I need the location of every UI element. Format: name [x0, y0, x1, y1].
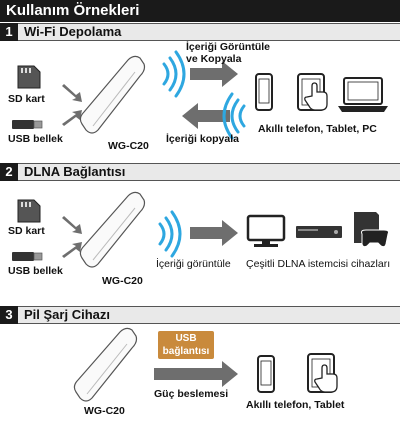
input-arrows — [62, 84, 82, 126]
power-arrow — [154, 361, 238, 387]
targets-label: Akıllı telefon, Tablet, PC — [258, 123, 377, 135]
input-arrows — [62, 216, 82, 258]
media-player-icon — [296, 226, 342, 238]
tablet-touch-icon — [297, 73, 328, 111]
sd-card-label: SD kart — [8, 93, 45, 105]
send-arrow — [190, 61, 238, 87]
section-number: 3 — [0, 306, 18, 324]
wifi-waves-out — [162, 50, 186, 98]
laptop-icon — [338, 77, 388, 112]
device-label: WG-C20 — [102, 275, 143, 287]
usb-stick-label: USB bellek — [8, 265, 63, 277]
section-title: Wi-Fi Depolama — [24, 24, 122, 39]
targets-label: Akıllı telefon, Tablet — [246, 399, 345, 411]
usb-stick-label: USB bellek — [8, 133, 63, 145]
wifi-waves-in — [222, 92, 246, 140]
receive-arrow — [182, 103, 230, 129]
wg-c20-device-icon — [79, 191, 146, 268]
section-header-1: 1 Wi-Fi Depolama — [0, 23, 400, 41]
section-title: DLNA Bağlantısı — [24, 164, 126, 179]
page-title: Kullanım Örnekleri — [0, 0, 400, 22]
receive-arrow-label: İçeriği kopyala — [166, 133, 239, 145]
smartphone-icon — [257, 355, 275, 393]
section-number: 2 — [0, 163, 18, 181]
usb-connection-badge: USB bağlantısı — [158, 331, 214, 359]
section-number: 1 — [0, 23, 18, 41]
smartphone-icon — [255, 73, 273, 111]
device-label: WG-C20 — [84, 405, 125, 417]
tv-icon — [246, 214, 286, 247]
send-arrow-label: İçeriği Görüntüle ve Kopyala — [186, 41, 271, 65]
wg-c20-device-icon — [79, 55, 146, 134]
section-title: Pil Şarj Cihazı — [24, 307, 110, 322]
wg-c20-device-icon — [73, 327, 138, 402]
send-arrow — [190, 220, 238, 246]
sd-card-label: SD kart — [8, 225, 45, 237]
section-header-3: 3 Pil Şarj Cihazı — [0, 306, 400, 324]
power-arrow-label: Güç beslemesi — [154, 388, 229, 400]
usb-stick-icon — [12, 120, 43, 129]
targets-label: Çeşitli DLNA istemcisi cihazları — [246, 258, 391, 270]
usb-stick-icon — [12, 252, 43, 261]
sd-card-icon — [17, 65, 41, 89]
send-arrow-label: İçeriği görüntüle — [156, 258, 231, 270]
device-label: WG-C20 — [108, 140, 149, 152]
wifi-waves-out — [158, 210, 182, 258]
section-header-2: 2 DLNA Bağlantısı — [0, 163, 400, 181]
sd-card-icon — [17, 199, 41, 223]
game-console-icon — [354, 212, 389, 248]
tablet-touch-icon — [307, 353, 338, 393]
